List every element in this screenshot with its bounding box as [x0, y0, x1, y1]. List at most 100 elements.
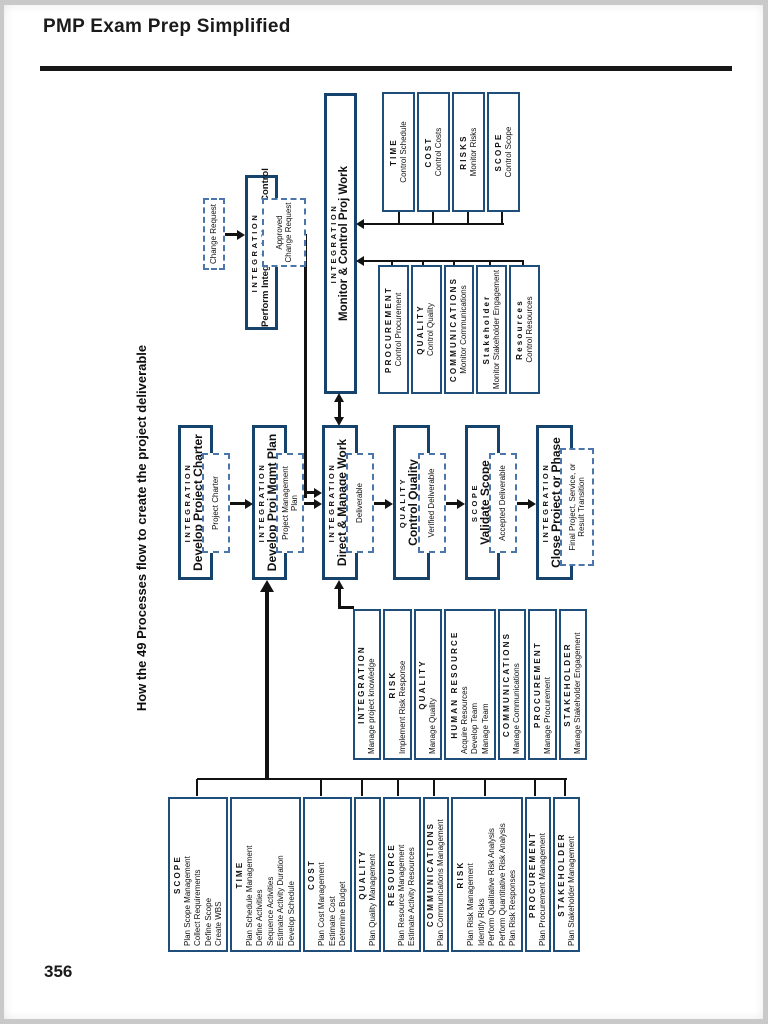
connector-line [398, 212, 400, 225]
process-item: Define Scope [203, 897, 213, 946]
process-item: Monitor Risks [468, 127, 478, 177]
arrowhead-down [245, 499, 253, 509]
output-box-project-charter: Project Charter [202, 453, 230, 553]
process-item: Identify Risks [476, 898, 486, 946]
connector-line [422, 261, 424, 265]
process-item: Manage Team [480, 703, 490, 754]
process-item: Determine Budget [338, 881, 348, 946]
diagram-canvas: How the 49 Processes flow to create the … [128, 88, 608, 968]
connector-line [432, 212, 434, 225]
connector-line [522, 261, 524, 265]
process-item: Manage Quality [428, 697, 438, 754]
arrowhead-right [334, 580, 344, 589]
process-group-heading: COMMUNICATIONS [449, 276, 459, 383]
connector-line [196, 779, 198, 796]
arrowhead-down [237, 230, 245, 240]
connector-line [453, 261, 455, 265]
connector-line [364, 223, 504, 225]
connector-line [397, 779, 399, 796]
connector-line [564, 779, 566, 796]
arrowhead-left [334, 417, 344, 426]
connector-line [265, 590, 269, 778]
arrowhead-down [314, 488, 322, 498]
output-box-verified-deliverable: Verified Deliverable [418, 453, 446, 553]
change-request-box: Change Request [203, 198, 225, 270]
process-item: Manage Procurement [542, 677, 552, 754]
process-group-heading: QUALITY [416, 304, 426, 355]
process-item: Control Procurement [393, 292, 403, 367]
change-control-category: INTEGRATION [250, 212, 259, 293]
process-group-heading: INTEGRATION [357, 645, 367, 724]
process-item: Manage project knowledge [367, 658, 377, 754]
arrowhead-down [457, 499, 465, 509]
process-group-heading: QUALITY [418, 659, 428, 710]
connector-line [501, 212, 503, 225]
process-item: Plan Cost Management [317, 862, 327, 946]
hub-category: INTEGRATION [329, 203, 338, 284]
connector-line [230, 502, 245, 505]
process-group-heading: COST [423, 136, 433, 168]
arrowhead-down [314, 499, 322, 509]
arrowhead-up [356, 256, 364, 266]
arrowhead-down [528, 499, 536, 509]
process-group-heading: SCOPE [493, 132, 503, 172]
process-item: Estimate Cost [327, 896, 337, 946]
process-group-heading: Stakeholder [482, 294, 492, 365]
arrowhead-right [260, 580, 274, 592]
scan-edge-top [0, 0, 768, 5]
process-item: Monitor Communications [459, 285, 469, 374]
process-item: Control Quality [426, 303, 436, 356]
process-item: Perform Qualitative Risk Analysis [487, 828, 497, 946]
process-item: Plan Risk Responses [508, 869, 518, 946]
process-item: Develop Schedule [286, 881, 296, 946]
output-box-final-transition: Final Project, Service, or Result Transi… [560, 448, 594, 566]
output-box-accepted-deliverable: Accepted Deliverable [489, 453, 517, 553]
connector-line [484, 779, 486, 796]
connector-line [338, 401, 341, 417]
connector-line [433, 779, 435, 796]
connector-line [391, 261, 393, 265]
process-item: Sequence Activities [265, 876, 275, 946]
connector-line [364, 260, 524, 262]
arrowhead-down [385, 499, 393, 509]
process-item: Perform Quantitative Risk Analysis [497, 823, 507, 946]
process-item: Plan Resource Management [396, 844, 406, 946]
process-item: Plan Communications Management [436, 819, 446, 946]
process-item: Monitor Stakeholder Engagement [492, 269, 502, 390]
header-title: PMP Exam Prep Simplified [43, 16, 291, 37]
process-group-heading: PROCUREMENT [383, 286, 393, 373]
process-group-heading: RISKS [458, 134, 468, 170]
process-item: Manage Stakeholder Engagement [573, 632, 583, 754]
process-item: Control Resources [524, 296, 534, 363]
process-group-heading: COST [307, 858, 317, 891]
process-item: Plan Stakeholder Management [566, 836, 576, 946]
page-number: 356 [44, 962, 73, 981]
arrowhead-right [334, 393, 344, 402]
connector-line [534, 779, 536, 796]
connector-line [361, 779, 363, 796]
process-item: Define Activities [255, 889, 265, 946]
connector-line [320, 779, 322, 796]
process-item: Collect Requirements [193, 869, 203, 946]
connector-line [489, 261, 491, 265]
